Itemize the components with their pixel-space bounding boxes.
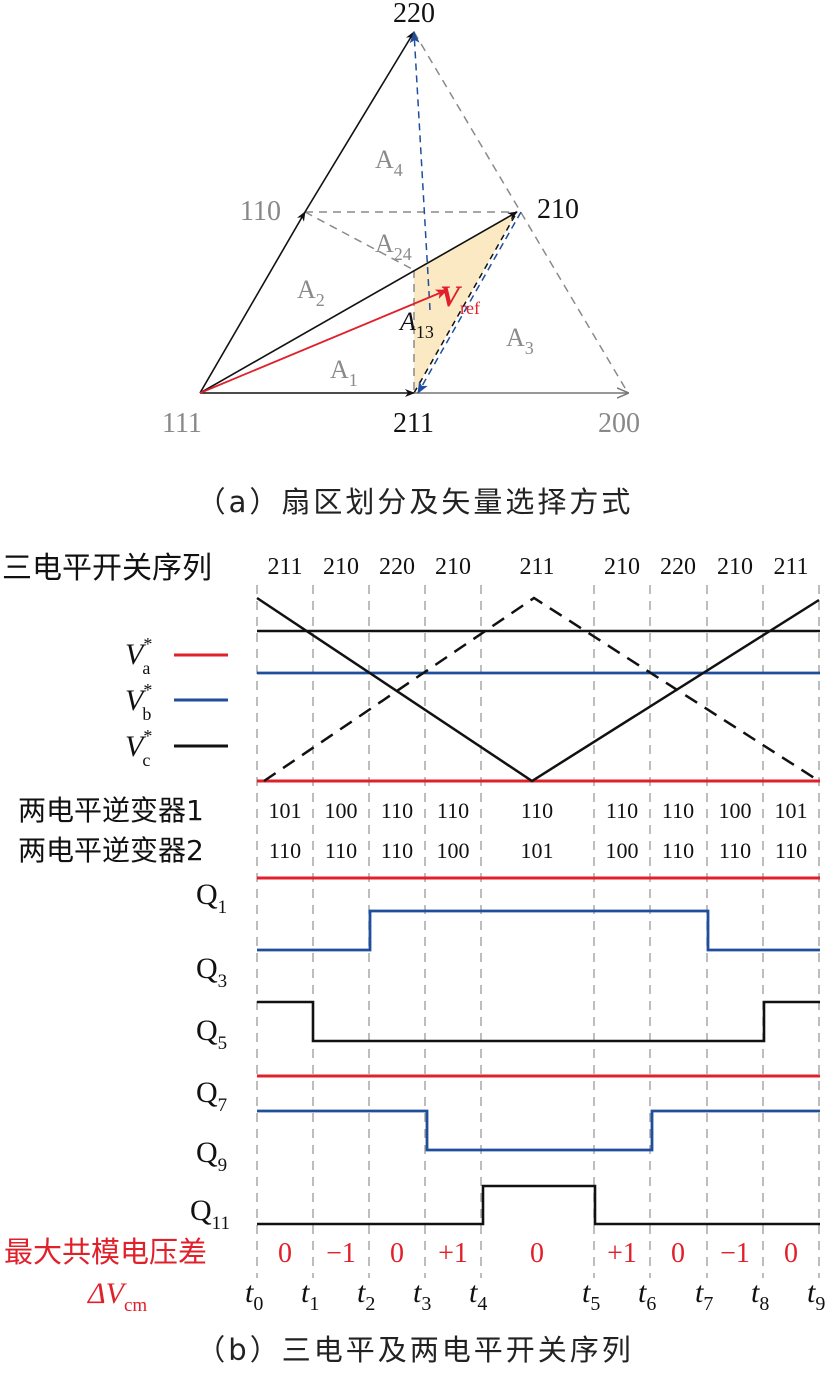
caption-b: （b）三电平及两电平开关序列 [196,1333,633,1367]
tick-t4: t4 [469,1276,487,1315]
inv2-state: 110 [381,838,413,863]
inv1-state: 110 [606,798,638,823]
three-level-label: 三电平开关序列 [2,551,212,586]
inverter1-states: 101 100 110 110 110 110 110 100 101 [269,798,808,823]
q3-label: Q3 [196,952,227,992]
cm-value: −1 [720,1238,750,1269]
region-a2: A2 [297,275,325,310]
q5-waveform [257,1000,820,1043]
tick-t5: t5 [582,1276,600,1315]
inv2-state: 110 [325,838,357,863]
space-vector-diagram: 220 110 210 111 211 200 A4 A24 A2 A1 A3 … [162,0,640,439]
inv2-state: 101 [521,838,554,863]
cm-label: 最大共模电压差 [4,1235,207,1269]
seq-state: 210 [435,554,471,580]
tick-t0: t0 [245,1276,263,1315]
inv2-state: 100 [606,838,639,863]
three-level-sequence: 211 210 220 210 211 210 220 210 211 [267,554,808,580]
legend-vc: V*c [125,726,152,770]
vertex-210: 210 [537,194,579,225]
inv1-state: 100 [719,798,752,823]
region-a13: A13 [398,307,434,342]
cm-value: −1 [326,1238,356,1269]
cm-value: 0 [671,1238,685,1269]
legend-vb: V*b [125,680,152,724]
seq-state: 220 [660,554,696,580]
q9-waveform [257,1109,820,1152]
inv1-state: 110 [437,798,469,823]
carrier-dashed [263,596,820,783]
inverter1-label: 两电平逆变器1 [18,794,204,827]
inv1-state: 110 [381,798,413,823]
inv1-state: 110 [521,798,553,823]
tick-t6: t6 [638,1276,656,1315]
time-ticks: t0 t1 t2 t3 t4 t5 t6 t7 t8 t9 [245,1276,825,1315]
region-a4: A4 [375,145,403,180]
inv1-state: 101 [269,798,302,823]
switching-sequence-diagram: 三电平开关序列 211 210 220 210 211 210 220 210 … [2,551,825,1316]
tick-t3: t3 [413,1276,431,1315]
cm-value: +1 [607,1238,637,1269]
seq-state: 210 [323,554,359,580]
q1-label: Q1 [196,878,227,918]
inv1-state: 101 [775,798,808,823]
seq-state: 220 [379,554,415,580]
region-a24: A24 [375,229,412,264]
cm-value: +1 [438,1238,468,1269]
gate-labels: Q1 Q3 Q5 Q7 Q9 Q11 [190,878,230,1234]
q11-waveform [257,1184,820,1226]
vref-label: Vref [440,280,480,318]
seq-state: 210 [604,554,640,580]
tick-t7: t7 [695,1276,713,1315]
vertex-111: 111 [162,408,202,439]
seq-state: 211 [773,554,808,580]
inverter2-label: 两电平逆变器2 [18,834,204,867]
cm-symbol: ΔVcm [87,1277,147,1316]
tick-t1: t1 [301,1276,319,1315]
tick-t8: t8 [751,1276,769,1315]
inv2-state: 110 [662,838,694,863]
caption-a: （a）扇区划分及矢量选择方式 [197,485,634,519]
cm-value: 0 [390,1238,404,1269]
vertex-110: 110 [240,196,281,227]
region-a1: A1 [330,355,358,390]
seq-state: 211 [519,554,554,580]
vertex-200: 200 [598,408,640,439]
q9-label: Q9 [196,1136,227,1176]
vertex-220: 220 [393,0,435,29]
cm-values: 0 −1 0 +1 0 +1 0 −1 0 [278,1238,798,1269]
tick-t9: t9 [807,1276,825,1315]
seq-state: 210 [717,554,753,580]
tick-t2: t2 [357,1276,375,1315]
q7-label: Q7 [196,1076,227,1116]
inverter2-states: 110 110 110 100 101 100 110 110 110 [269,838,807,863]
carrier-solid [256,596,820,783]
legend: V*a V*b V*c [125,634,228,770]
vertex-211: 211 [393,408,434,439]
inv1-state: 100 [325,798,358,823]
q5-label: Q5 [196,1014,227,1054]
reference-waveforms [256,596,820,783]
q11-label: Q11 [190,1194,230,1234]
seq-state: 211 [267,554,302,580]
gate-signals [257,876,820,1226]
inv1-state: 110 [662,798,694,823]
inv2-state: 110 [269,838,301,863]
time-gridlines [256,585,820,1278]
inv2-state: 110 [719,838,751,863]
legend-va: V*a [125,634,152,678]
inv2-state: 100 [437,838,470,863]
cm-value: 0 [530,1238,544,1269]
inv2-state: 110 [775,838,807,863]
q3-waveform [257,909,820,952]
cm-value: 0 [278,1238,292,1269]
region-a3: A3 [506,323,534,358]
cm-value: 0 [784,1238,798,1269]
